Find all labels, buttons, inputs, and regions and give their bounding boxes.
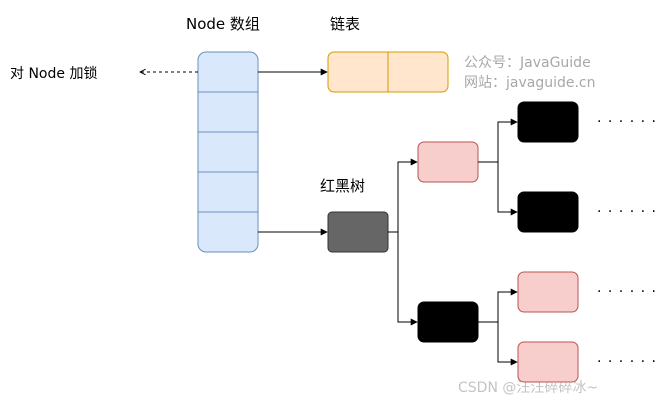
tree-edge	[478, 118, 518, 163]
ellipsis: · · · · · · ·	[597, 354, 656, 370]
tree-root-node	[327, 211, 389, 253]
tree-node-red	[417, 141, 479, 183]
root-to-right-child-edge	[388, 231, 418, 326]
tree-edge	[478, 288, 518, 323]
tree-node-black	[517, 101, 579, 143]
tree-node-red	[517, 271, 579, 313]
tree-node-black	[417, 301, 479, 343]
tree-node-red	[517, 341, 579, 383]
tree-edge	[478, 321, 518, 366]
node-array-label: Node 数组	[186, 15, 260, 33]
watermark-wechat: 公众号：JavaGuide	[464, 55, 591, 71]
node-array	[197, 51, 259, 253]
watermark-website: 网站：javaguide.cn	[464, 75, 596, 91]
lock-node-label: 对 Node 加锁	[10, 66, 97, 82]
red-black-tree-label: 红黑树	[320, 177, 365, 195]
ellipsis: · · · · · · ·	[597, 114, 656, 130]
tree-node-black	[517, 191, 579, 233]
linked-list-label: 链表	[330, 15, 360, 33]
tree-edge	[478, 161, 518, 216]
ellipsis: · · · · · · ·	[597, 284, 656, 300]
ellipsis: · · · · · · ·	[597, 204, 656, 220]
linked-list	[327, 51, 449, 93]
watermark-csdn: CSDN @汪汪碎碎冰~	[458, 380, 598, 396]
node-array-body	[197, 51, 259, 253]
root-to-left-child-edge	[388, 158, 418, 233]
